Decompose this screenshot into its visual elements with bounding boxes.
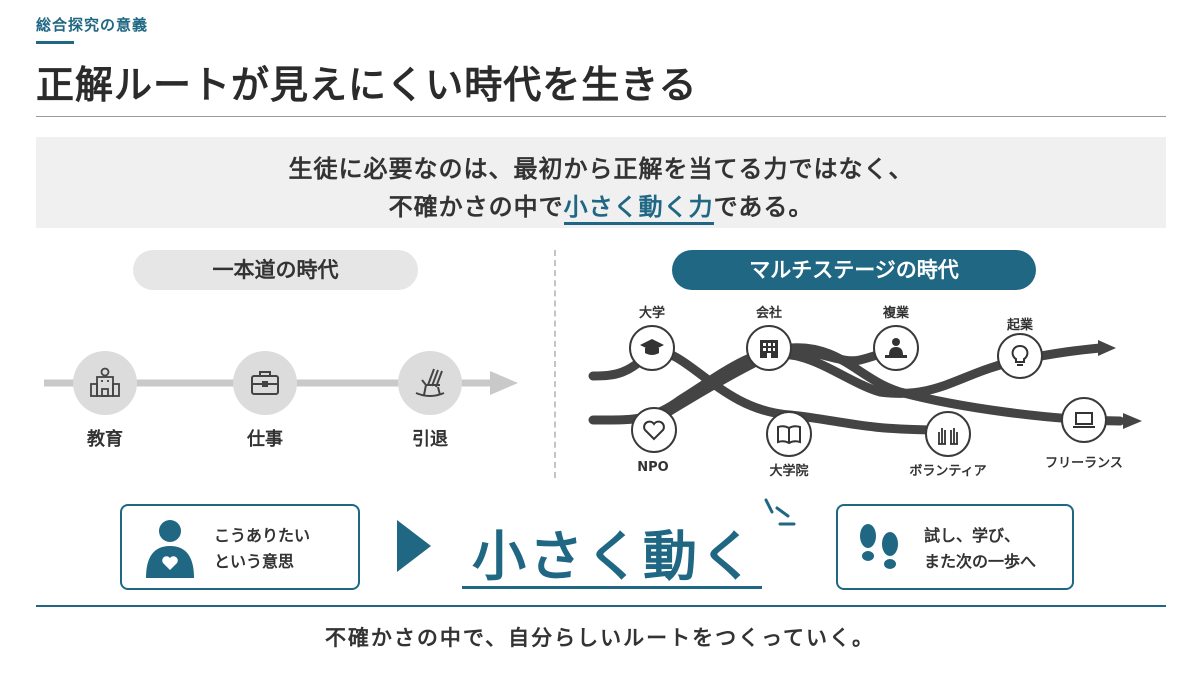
book-icon bbox=[766, 411, 812, 457]
building-icon bbox=[746, 325, 792, 371]
person-desk-icon bbox=[873, 325, 919, 371]
node-label-volunteer: ボランティア bbox=[909, 464, 987, 479]
page-title: 正解ルートが見えにくい時代を生きる bbox=[36, 63, 698, 107]
key-message-highlight: 小さく動く力 bbox=[563, 193, 714, 225]
eyebrow-accent-bar bbox=[36, 41, 74, 44]
person-heart-icon bbox=[142, 518, 198, 582]
footprints-icon bbox=[854, 522, 906, 580]
will-card-line-2: という意思 bbox=[214, 552, 295, 571]
footer-divider bbox=[36, 605, 1166, 607]
panel-divider bbox=[554, 250, 556, 478]
key-message-text-after: である。 bbox=[713, 193, 814, 221]
node-label-startup: 起業 bbox=[1006, 318, 1033, 333]
briefcase-icon bbox=[233, 351, 297, 415]
node-label-university: 大学 bbox=[638, 306, 665, 321]
node-label-graduate-school: 大学院 bbox=[769, 464, 809, 479]
will-card-line-1: こうありたい bbox=[214, 526, 311, 545]
multi-stage-era-title: マルチステージの時代 bbox=[672, 250, 1036, 290]
will-card: こうありたい という意思 bbox=[120, 504, 360, 590]
node-label-side-business: 複業 bbox=[882, 306, 909, 321]
node-label-company: 会社 bbox=[755, 306, 782, 321]
key-message-box: 生徒に必要なのは、最初から正解を当てる力ではなく、 不確かさの中で小さく動く力で… bbox=[36, 137, 1166, 228]
key-message-line-1: 生徒に必要なのは、最初から正解を当てる力ではなく、 bbox=[288, 155, 914, 183]
title-divider bbox=[36, 116, 1166, 117]
section-eyebrow: 総合探究の意義 bbox=[36, 16, 149, 34]
lightbulb-icon bbox=[997, 333, 1043, 379]
big-word-small-action: 小さく動く bbox=[472, 525, 757, 588]
heart-icon bbox=[631, 407, 677, 453]
stage-label-work: 仕事 bbox=[247, 429, 283, 450]
hands-icon bbox=[925, 411, 971, 457]
iterate-card-line-2: また次の一歩へ bbox=[924, 552, 1037, 571]
play-arrow-icon bbox=[397, 520, 431, 572]
iterate-card: 試し、学び、 また次の一歩へ bbox=[836, 504, 1074, 590]
node-label-freelance: フリーランス bbox=[1045, 456, 1123, 471]
big-word-underline bbox=[462, 586, 762, 589]
node-label-npo: NPO bbox=[637, 460, 669, 475]
school-icon bbox=[73, 351, 137, 415]
stage-label-education: 教育 bbox=[87, 429, 123, 450]
key-message-text-before: 不確かさの中で bbox=[388, 193, 564, 221]
graduation-cap-icon bbox=[629, 325, 675, 371]
iterate-card-line-1: 試し、学び、 bbox=[924, 526, 1021, 545]
laptop-icon bbox=[1061, 397, 1107, 443]
key-message-line-2: 不確かさの中で小さく動く力である。 bbox=[36, 187, 1166, 225]
rocking-chair-icon bbox=[398, 351, 462, 415]
single-track-era-title: 一本道の時代 bbox=[133, 250, 418, 290]
stage-label-retirement: 引退 bbox=[412, 429, 448, 450]
footer-message: 不確かさの中で、自分らしいルートをつくっていく。 bbox=[324, 626, 876, 650]
